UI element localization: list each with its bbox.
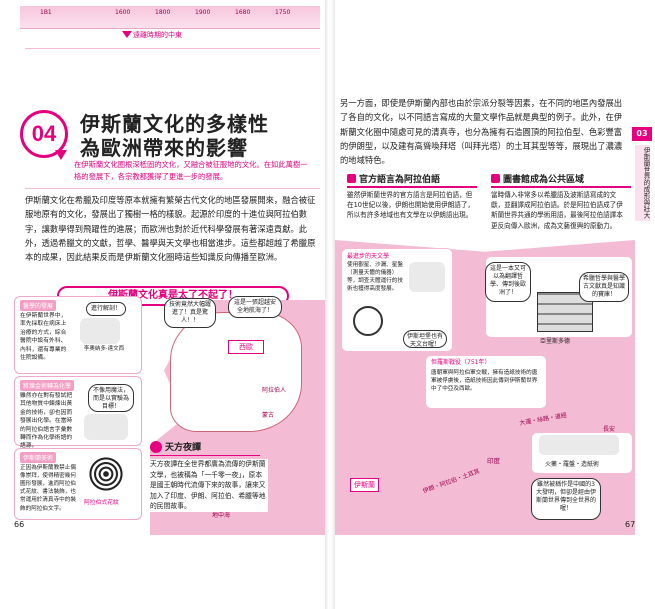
map-land-west <box>170 312 302 432</box>
lead-text: 在伊斯蘭文化圈根深柢固的文化，又融合被征服地的文化。在如此萬樹一格的發展下，各宗… <box>74 160 308 181</box>
map-label-mongol: 蒙古 <box>262 412 275 419</box>
map-label-arab: 阿拉伯人 <box>262 387 287 394</box>
scholars-illustration <box>539 435 619 455</box>
night-rule <box>150 455 260 456</box>
sec2-text: 當時傳入非常多以希臘語及波斯語寫成的文獻，並翻譯成阿拉伯語。於是阿拉伯語成了伊斯… <box>491 191 623 230</box>
paper-text: 唐朝軍與阿拉伯軍交戰，擁有造紙技術的唐軍被俘虜後，造紙技術因此傳到伊斯蘭世界中了… <box>431 370 538 393</box>
chapter-tab: 03 <box>632 127 652 141</box>
lead-rule <box>25 188 320 189</box>
medicine-bubble: 進行解剖！ <box>86 302 126 316</box>
map-label-sea: 地中海 <box>212 512 231 519</box>
art-caption: 阿拉伯式花紋 <box>84 500 119 506</box>
sec2-rule <box>491 186 631 188</box>
arabesque-pattern <box>88 456 124 492</box>
chapter-number: 04 <box>31 121 57 146</box>
timeline-tick: 1680 <box>235 9 251 16</box>
sec1-icon <box>347 174 356 183</box>
sec1-rule <box>347 186 477 188</box>
book-gutter <box>325 0 335 609</box>
astronomy-text: 使用觀星、沙漏、星盤（測量天體的儀器）等，調查天體運行的技術也獲得高度發展。 <box>347 262 403 293</box>
chemistry-bubble: 不像用魔法，而是以實驗為目標！ <box>88 384 134 412</box>
timeline-tick: 1B1 <box>40 9 52 16</box>
map-label-india: 印度 <box>487 457 500 465</box>
astronomy-caption: 伊斯坦堡也有天文台喔！ <box>403 330 447 348</box>
chapter-tab-text: 伊斯蘭世界的成形與壯大 <box>635 145 650 221</box>
era-rule <box>25 48 320 49</box>
map-label-islam-region: 伊斯蘭 <box>350 478 379 492</box>
chemistry-text: 雖然亦在對有發試把其他物質中鍊煉出黃金的技術，卻也因而發展出化學。在當時的阿拉伯… <box>20 393 73 450</box>
timeline-bar: 1B1 1600 1800 1900 1680 1750 <box>20 6 320 29</box>
medicine-caption: 李奧納多·達文西 <box>83 346 125 352</box>
era-label: 遠離時期的中東 <box>133 31 182 39</box>
sec2-title: 圖書館成為公共區域 <box>503 175 585 185</box>
body-text: 伊斯蘭文化在希臘及印度等原本就擁有繁榮古代文化的地區發展開來，融合被征服地原有的… <box>25 195 316 263</box>
page-number-left: 66 <box>14 520 25 529</box>
china-bubble: 雖然被稱作是中國的3大發明，但卻是經由伊斯蘭世界傳到全世界的喔！ <box>531 478 601 520</box>
china-inventions-label: 火藥・羅盤・造紙術 <box>545 461 600 468</box>
map-label-changan: 長安 <box>603 426 616 433</box>
page-number-right: 67 <box>625 520 636 529</box>
medicine-text: 在伊斯蘭世界中，率先採取在病床上治療的方式，綜合醫院中設有外科、內科，還有專業的… <box>20 313 67 361</box>
page-title-line2: 為歐洲帶來的影響 <box>80 136 248 160</box>
paper-box <box>425 355 547 409</box>
observatory-illustration <box>409 262 445 292</box>
chemistry-label: 將煉金術轉為化學 <box>20 380 75 391</box>
timeline-tick: 1750 <box>275 9 291 16</box>
banner-text: 伊斯蘭文化真是太了不起了！ <box>108 290 238 301</box>
paper-label: 怛羅斯戰役（751年） <box>431 359 491 366</box>
night-title: 天方夜譚 <box>165 443 202 453</box>
night-text: 天方夜譚在全世界都廣為流傳的伊斯蘭文學，也被稱為「一千零一夜」，原本是國王朝時代… <box>150 459 268 512</box>
library-bubble-1: 這是一本又可以為翻譯哲學、傳到後歐洲了！ <box>485 262 531 302</box>
right-page: 另一方面，即使是伊斯蘭內部也由於宗派分裂等因素，在不同的地區內發展出了各自的文化… <box>335 0 655 609</box>
art-label: 伊斯蘭美術 <box>20 452 57 463</box>
timeline-tick: 1600 <box>115 9 131 16</box>
medicine-label: 醫學的發展 <box>20 300 57 311</box>
timeline-tick: 1900 <box>195 9 211 16</box>
badge-tail <box>55 150 67 160</box>
doctor-illustration <box>80 318 120 344</box>
globe-illustration <box>353 306 383 336</box>
library-caption: 亞里斯多德 <box>540 338 571 345</box>
art-text: 正因為伊斯蘭教禁止偶像崇拜，使得精密幾何圖形發展，進而阿拉伯式花紋、書法裝飾，也… <box>20 465 76 512</box>
sec2-icon <box>491 174 500 183</box>
page-title-line1: 伊斯蘭文化的多樣性 <box>80 112 269 136</box>
sec1-text: 雖然伊斯蘭世界的官方語言是阿拉伯語，但在10世紀以後，伊朗也開始使用伊朗語了，所… <box>347 191 475 220</box>
era-arrow <box>122 31 132 38</box>
sec1-title: 官方語言為阿拉伯語 <box>359 175 441 185</box>
alchemist-illustration <box>84 414 128 440</box>
night-icon <box>150 441 162 453</box>
map-bubble-1: 技術竟然大幅躍進了！真是驚人！！ <box>164 298 216 328</box>
map-bubble-2: 這是一張超越安全地航海了！ <box>228 296 282 318</box>
left-page: 1B1 1600 1800 1900 1680 1750 遠離時期的中東 04 … <box>0 0 325 609</box>
map-region-europe: 西歐 <box>228 340 264 354</box>
library-bubble-2: 希臘哲學與醫學古文獻真是知識的寶庫！ <box>579 272 629 302</box>
astronomy-label: 最進步的天文學 <box>347 253 390 260</box>
timeline-tick: 1800 <box>155 9 171 16</box>
chapter-badge: 04 <box>20 110 68 158</box>
right-body-text: 另一方面，即使是伊斯蘭內部也由於宗派分裂等因素，在不同的地區內發展出了各自的文化… <box>340 98 623 166</box>
